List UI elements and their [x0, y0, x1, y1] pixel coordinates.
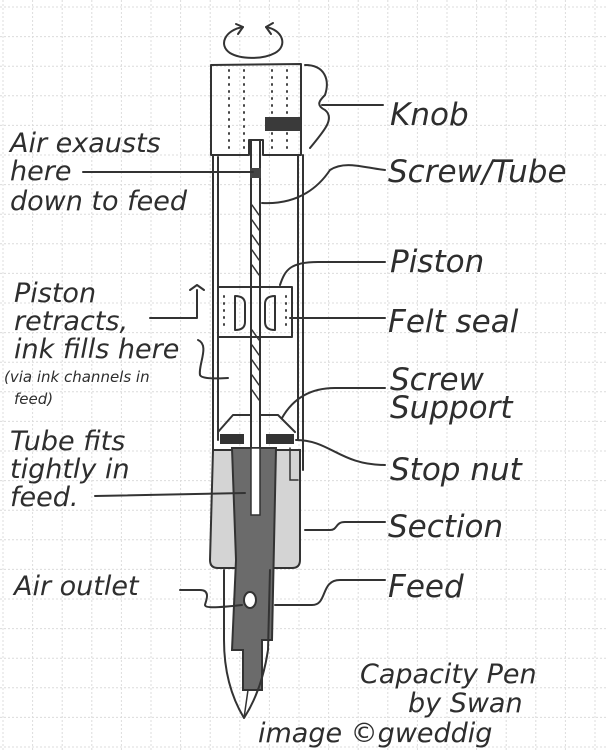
title-block: Capacity Pen by Swan image ©gweddig — [258, 659, 537, 749]
note-air-outlet: Air outlet — [12, 571, 140, 602]
note-piston-retracts-2: retracts, — [14, 306, 128, 337]
note-piston-retracts-1: Piston — [14, 278, 96, 309]
note-tube-fits-2: tightly in — [10, 454, 130, 485]
stop-nut — [220, 434, 294, 444]
annotation-notes: Air exausts here down to feed Piston ret… — [4, 128, 188, 602]
label-feed: Feed — [388, 569, 464, 605]
rotation-arrows-icon — [223, 22, 284, 59]
leader-lines — [82, 64, 386, 609]
label-screw-support-2: Support — [390, 390, 514, 426]
pen-drawing — [208, 22, 304, 719]
piston — [217, 286, 293, 338]
note-tube-fits-3: feed. — [10, 482, 78, 513]
note-via-channels-2: feed) — [14, 390, 53, 408]
note-via-channels-1: (via ink channels in — [4, 368, 150, 386]
label-section: Section — [388, 509, 503, 545]
note-piston-retracts-3: ink fills here — [14, 334, 179, 365]
image-credit: image ©gweddig — [258, 718, 492, 749]
note-air-exhausts-3: down to feed — [10, 186, 188, 217]
label-piston: Piston — [390, 244, 484, 280]
screw-support — [217, 414, 296, 433]
knob — [210, 63, 302, 156]
note-air-exhausts-2: here — [10, 156, 71, 187]
label-screw-tube: Screw/Tube — [388, 154, 567, 190]
label-felt-seal: Felt seal — [388, 304, 519, 340]
diagram-title-line2: by Swan — [408, 688, 523, 719]
air-outlet-hole — [243, 591, 257, 609]
label-knob: Knob — [390, 97, 469, 133]
diagram-title-line1: Capacity Pen — [360, 659, 537, 690]
nib — [223, 569, 271, 719]
label-stop-nut: Stop nut — [390, 452, 524, 488]
note-tube-fits-1: Tube fits — [10, 426, 125, 457]
note-air-exhausts-1: Air exausts — [8, 128, 161, 159]
part-labels: Knob Screw/Tube Piston Felt seal Screw S… — [388, 97, 567, 605]
knob-grip-mark — [265, 117, 300, 131]
felt-seal — [223, 295, 287, 331]
label-screw-support-1: Screw — [390, 362, 485, 398]
